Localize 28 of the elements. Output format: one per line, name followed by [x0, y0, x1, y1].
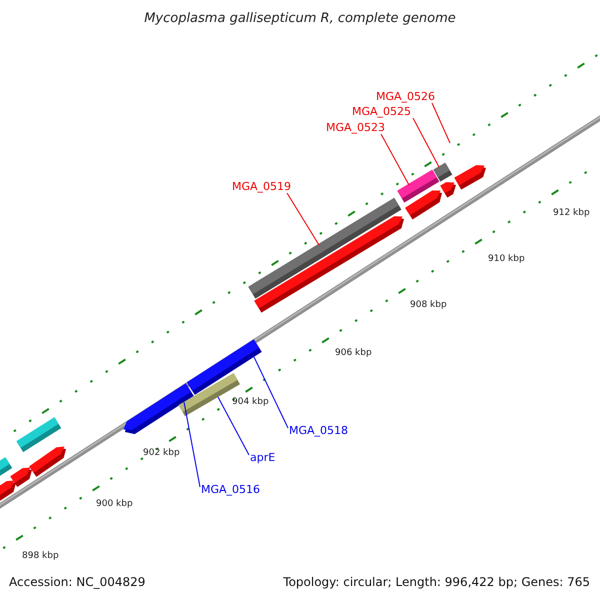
leader-line — [380, 134, 410, 186]
leader-line — [218, 396, 250, 456]
scale-label: 910 kbp — [488, 255, 525, 264]
scale-label: 908 kbp — [410, 301, 447, 310]
gene-label: MGA_0518 — [289, 425, 348, 436]
gene-bar — [248, 198, 402, 299]
leader-line — [184, 402, 200, 488]
leader-line — [412, 118, 440, 168]
scale-label: 912 kbp — [553, 209, 590, 218]
gene-label: MGA_0526 — [376, 91, 436, 102]
map-title: Mycoplasma gallisepticum R, complete genome — [143, 12, 457, 25]
genome-summary: Topology: circular; Length: 996,422 bp; Genes: 765 — [283, 576, 590, 588]
gene-label: MGA_0525 — [352, 106, 412, 117]
gene-label: MGA_0519 — [232, 181, 292, 192]
scale-label: 900 kbp — [96, 500, 133, 509]
accession-text: Accession: NC_004829 — [9, 576, 146, 588]
gene-label: MGA_0523 — [326, 122, 386, 133]
leader-line — [254, 356, 288, 428]
leader-line — [286, 192, 320, 246]
scale-label: 904 kbp — [232, 398, 269, 407]
scale-label: 902 kbp — [143, 449, 180, 458]
scale-label: 906 kbp — [335, 349, 372, 358]
leader-line — [432, 102, 450, 144]
scale-label: 898 kbp — [22, 552, 59, 561]
gene-bar — [433, 162, 452, 182]
gene-label: MGA_0516 — [201, 484, 260, 495]
gene-bar — [397, 170, 440, 203]
gene-label: aprE — [250, 452, 276, 463]
